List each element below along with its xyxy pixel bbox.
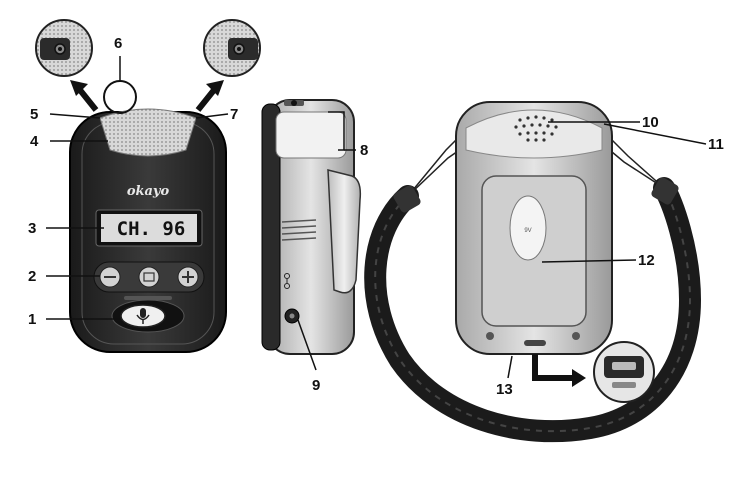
arrow-left xyxy=(77,88,99,112)
callout-1: 1 xyxy=(28,311,36,328)
leader-lines xyxy=(46,56,707,379)
callout-3: 3 xyxy=(28,220,36,237)
front-view: okayo CH. 96 xyxy=(35,19,261,353)
lcd-screen xyxy=(101,214,197,242)
lanyard-slot xyxy=(524,340,546,346)
callout-2: 2 xyxy=(28,268,36,285)
battery-marking: 9V xyxy=(524,228,531,234)
screw-right xyxy=(572,332,580,340)
callout-5: 5 xyxy=(30,106,38,123)
callout-6: 6 xyxy=(114,35,122,52)
menu-button[interactable] xyxy=(138,266,160,288)
screw-left xyxy=(486,332,494,340)
callout-12: 12 xyxy=(638,252,655,269)
belt-clip xyxy=(327,169,362,294)
arrow-to-inset xyxy=(532,354,574,381)
back-view: 9V xyxy=(364,101,702,443)
lcd-display: CH. 96 xyxy=(117,218,186,240)
arrow-right xyxy=(195,88,217,112)
dc-polarity-icon xyxy=(284,273,290,289)
brand-label: okayo xyxy=(127,184,170,199)
detail-circle xyxy=(103,80,137,114)
callout-4: 4 xyxy=(30,133,39,150)
speaker-holes xyxy=(514,115,558,142)
inset-right-jack xyxy=(203,19,261,77)
arrow-left-head xyxy=(70,80,88,96)
callout-9: 9 xyxy=(312,377,320,394)
callout-11: 11 xyxy=(708,136,724,153)
speaker-grille xyxy=(99,108,197,157)
arrow-to-inset-head xyxy=(572,369,586,387)
inset-left-jack xyxy=(35,19,93,77)
side-grip-lines xyxy=(281,219,317,241)
side-view xyxy=(261,99,362,355)
callout-10: 10 xyxy=(642,114,659,131)
callout-labels: 1 2 3 4 5 6 7 8 9 10 11 12 13 xyxy=(28,35,724,398)
callout-7: 7 xyxy=(230,106,238,123)
microphone-icon xyxy=(136,308,150,324)
arrow-right-head xyxy=(206,80,224,96)
button-row xyxy=(93,261,205,293)
callout-13: 13 xyxy=(496,381,513,398)
callout-8: 8 xyxy=(360,142,368,159)
battery-window xyxy=(509,195,547,261)
